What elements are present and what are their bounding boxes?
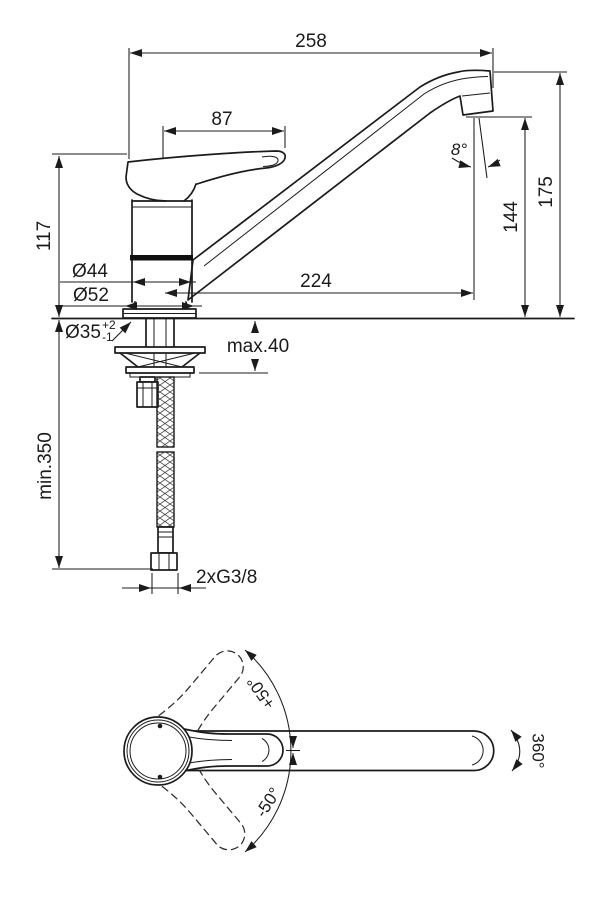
lever-handle <box>125 150 287 202</box>
dim-connection-label: 2xG3/8 <box>196 567 257 588</box>
dim-hole-dia-label: Ø35 <box>65 322 101 343</box>
dim-base-dia-label: Ø52 <box>73 285 109 306</box>
dim-deck-max-label: max.40 <box>227 336 289 357</box>
label-swing-minus: -50° <box>252 784 285 821</box>
faucet-body <box>130 199 193 303</box>
spout-rotation-arc: 360° <box>510 729 548 772</box>
dim-height-to-handle: 117 <box>34 153 127 317</box>
handle-position-plus50 <box>158 650 244 744</box>
dim-handle-length-label: 87 <box>211 109 232 130</box>
dim-overall-height-label: 175 <box>536 176 557 208</box>
handle-position-minus50 <box>160 757 246 851</box>
side-view-dimensions: 258 87 8° 117 min.350 <box>34 31 567 594</box>
dim-hose-min: min.350 <box>35 320 153 570</box>
dim-outlet-height: 144 <box>466 116 532 317</box>
dim-body-dia-label: Ø44 <box>72 261 108 282</box>
knob-dot-top <box>157 723 163 729</box>
dim-overall-height: 175 <box>494 71 567 317</box>
mounting-hardware <box>114 318 206 571</box>
knob-dot-bottom <box>157 774 163 780</box>
dim-connection: 2xG3/8 <box>122 567 257 594</box>
handle-knob <box>123 716 193 786</box>
dim-deck-max: max.40 <box>199 321 289 374</box>
handle-plan <box>183 728 284 772</box>
dim-body-dia: Ø44 <box>60 261 196 286</box>
spout-tube <box>187 69 494 301</box>
dim-spout-reach: 224 <box>165 271 473 297</box>
tailpiece-hex-nut <box>136 381 159 408</box>
hose-hex-nut <box>150 552 178 571</box>
dim-overall-length: 258 <box>128 31 494 159</box>
dim-handle-length: 87 <box>162 109 286 158</box>
dim-outlet-height-label: 144 <box>501 201 522 233</box>
clamp-top-plate <box>114 346 206 354</box>
dim-height-to-handle-label: 117 <box>34 221 55 251</box>
faucet-plan-view: +50° -50° 360° <box>123 649 548 853</box>
dim-spout-tilt-label: 8° <box>451 140 467 159</box>
faucet-side-view <box>51 69 575 571</box>
dim-spout-tilt: 8° <box>451 117 501 300</box>
dim-hole-tol-minus: -1 <box>102 330 113 344</box>
hose-collar <box>157 526 174 554</box>
dim-base-dia: Ø52 <box>60 285 202 310</box>
flexible-hose <box>150 376 178 571</box>
body-joint-band <box>130 255 193 261</box>
label-rotation: 360° <box>529 733 548 768</box>
dim-hole-dia: Ø35 +2 -1 <box>65 318 132 344</box>
dim-hose-min-label: min.350 <box>35 432 56 500</box>
clamp-bottom-plate <box>125 366 195 374</box>
dim-spout-reach-label: 224 <box>300 271 332 292</box>
base-flange <box>122 301 197 319</box>
dim-overall-length-label: 258 <box>295 31 327 52</box>
label-swing-plus: +50° <box>243 673 279 713</box>
dim-hole-tol-plus: +2 <box>102 318 116 332</box>
